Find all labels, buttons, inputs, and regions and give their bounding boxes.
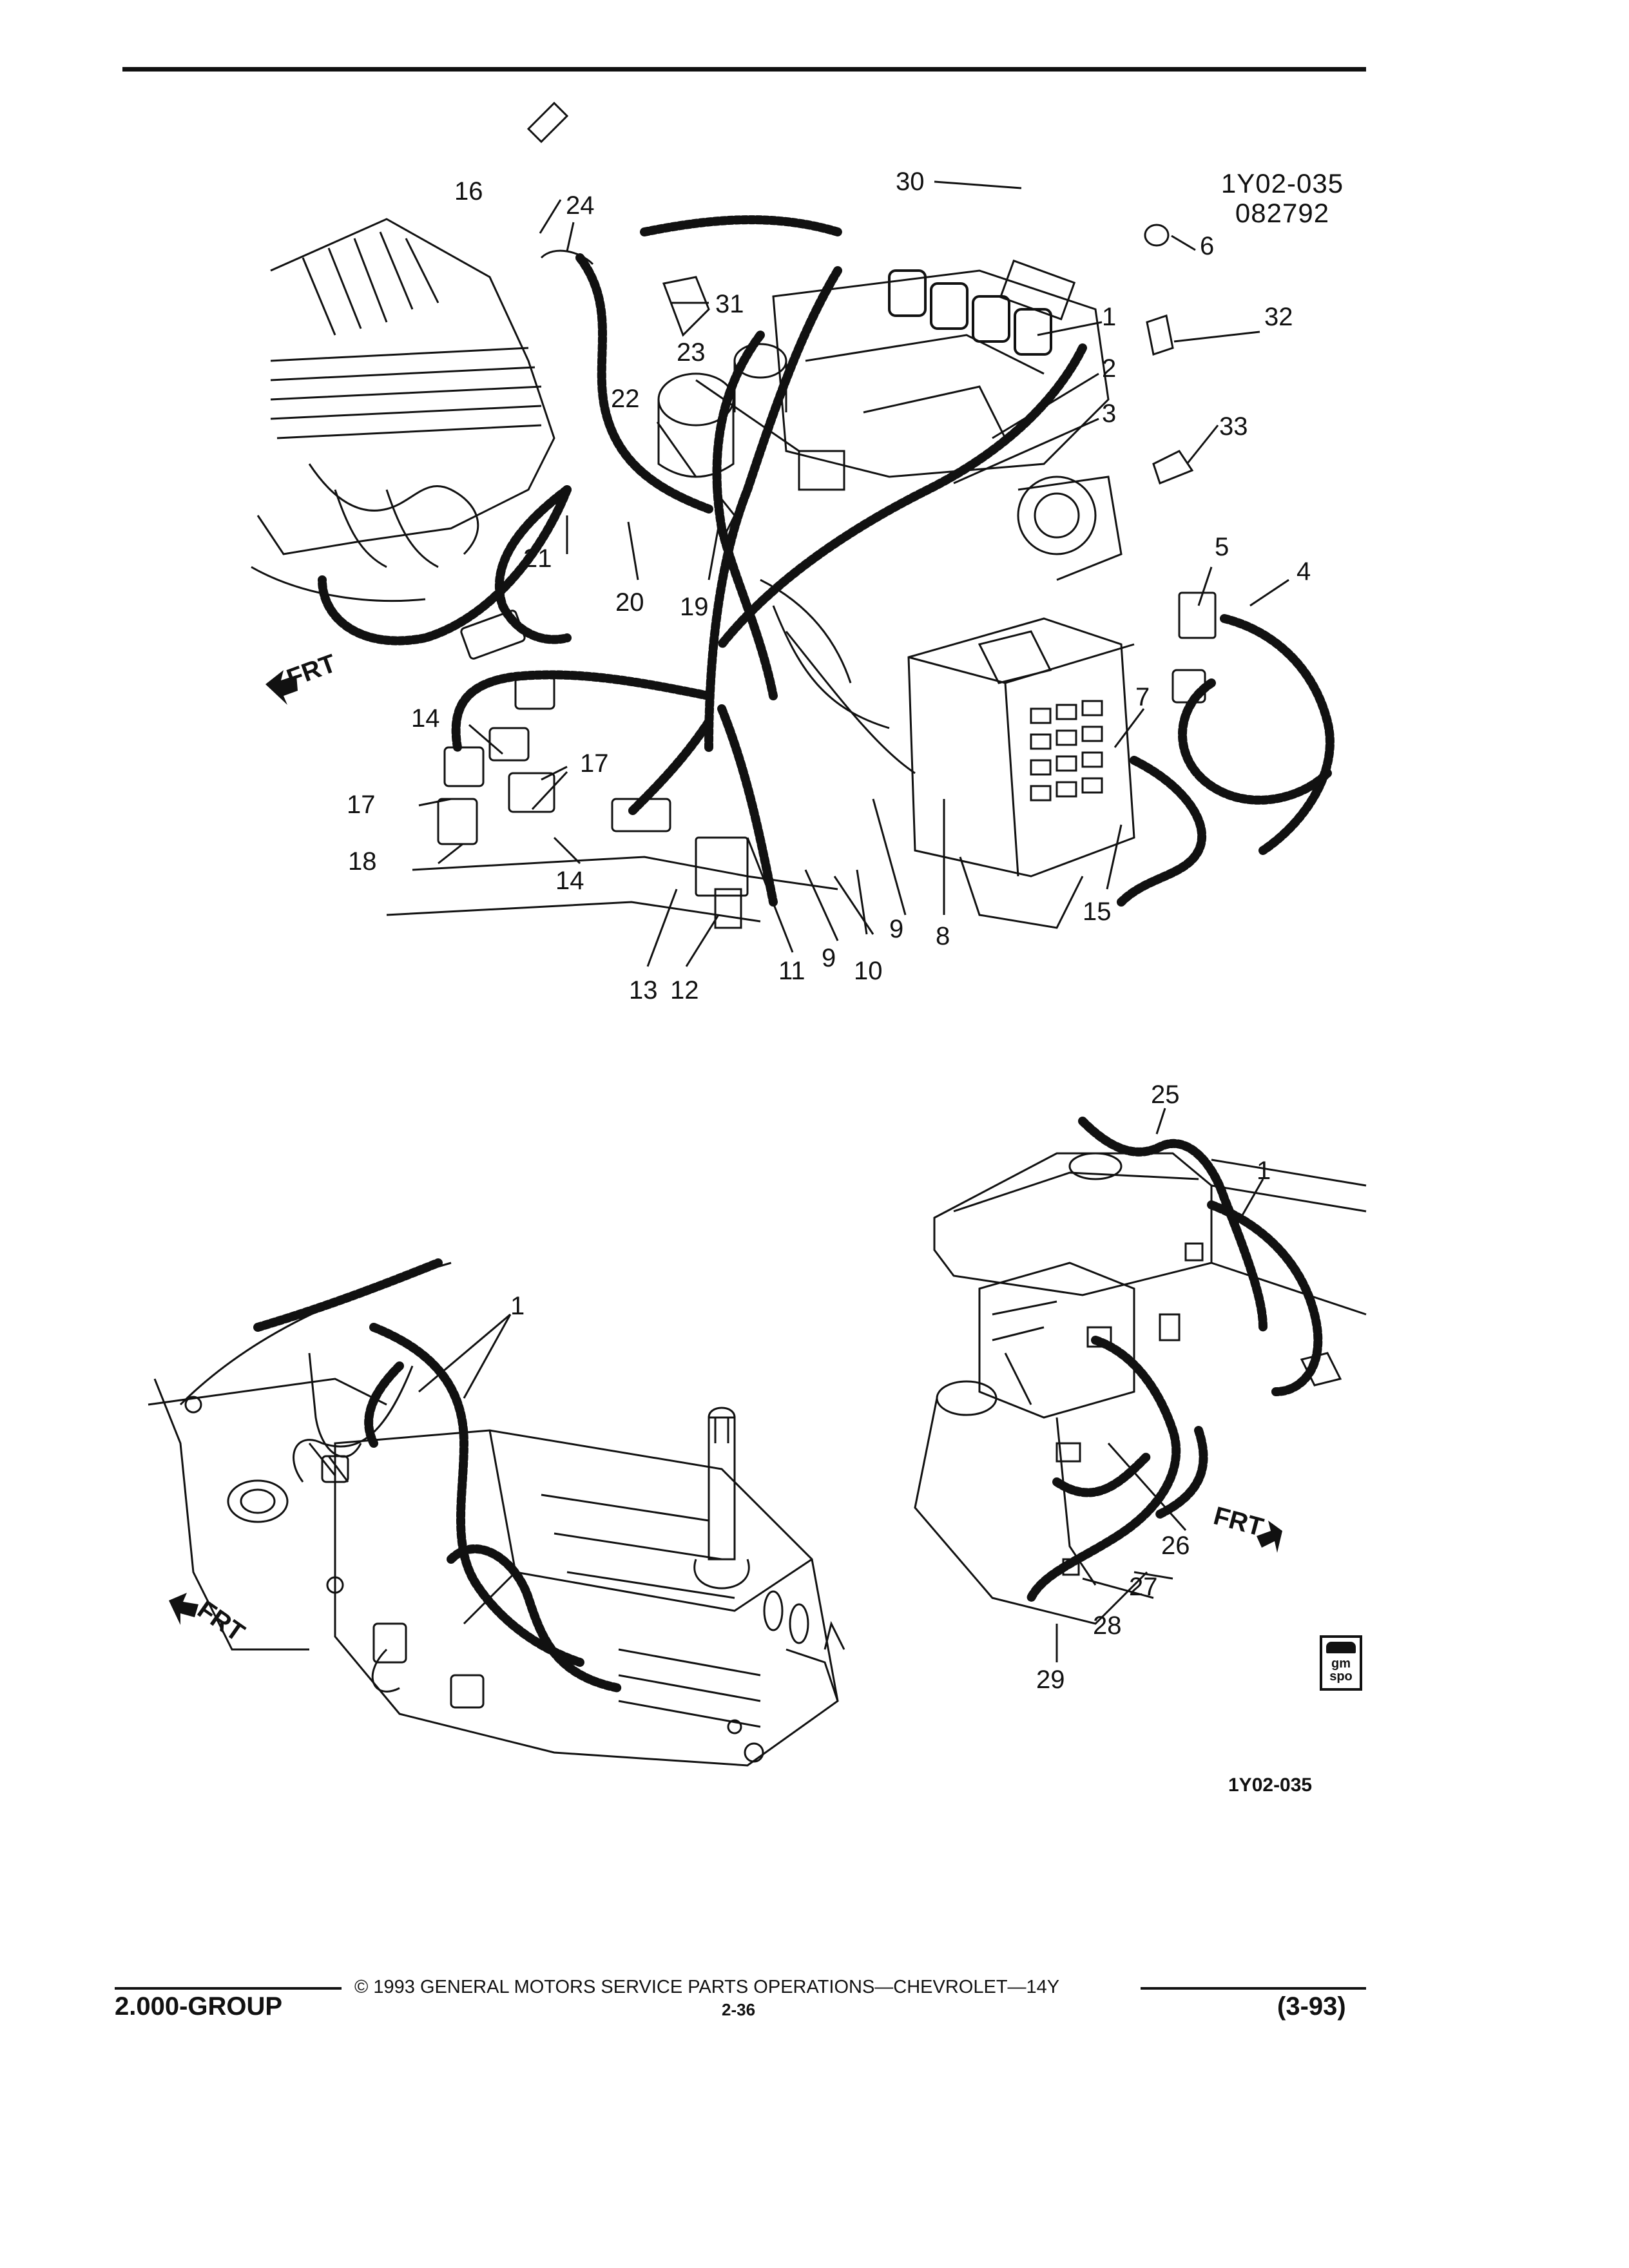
callout-labels-top: 30 6 1 32 2 3 33 5 4 7 15 8 9 9 10 11 12… bbox=[347, 168, 1311, 1004]
callout-32: 32 bbox=[1264, 303, 1293, 331]
callout-24: 24 bbox=[566, 191, 595, 220]
callout-33: 33 bbox=[1219, 412, 1248, 441]
callout-6: 6 bbox=[1200, 232, 1214, 260]
callout-3: 3 bbox=[1102, 399, 1116, 428]
callout-22: 22 bbox=[611, 385, 640, 413]
figure-date-code: 082792 bbox=[1235, 198, 1330, 228]
callout-19: 19 bbox=[680, 593, 709, 621]
footer-page-number: 2-36 bbox=[722, 2000, 756, 2019]
callout-15: 15 bbox=[1083, 898, 1112, 926]
callout-16: 16 bbox=[454, 177, 483, 206]
callout-9-right: 9 bbox=[889, 915, 903, 943]
front-compartment-view bbox=[914, 1152, 1367, 1625]
footer-rule-right bbox=[1141, 1987, 1366, 1990]
callout-23: 23 bbox=[677, 338, 706, 367]
callout-17-left: 17 bbox=[347, 791, 376, 819]
gm-spo-logo: gm spo bbox=[1320, 1635, 1362, 1691]
front-arrow-bottom-left: FRT bbox=[169, 1593, 249, 1648]
footer-revision: (3-93) bbox=[1277, 1992, 1346, 2021]
frt-label-bottom-right: FRT bbox=[1211, 1501, 1267, 1542]
callout-18: 18 bbox=[348, 847, 377, 876]
callout-10: 10 bbox=[854, 957, 883, 985]
figure-id-bottom: 1Y02-035 bbox=[1228, 1774, 1313, 1796]
callout-labels-bottom-right: 25 1 26 27 28 29 bbox=[1036, 1081, 1271, 1694]
callout-20: 20 bbox=[615, 588, 644, 617]
leader-lines bbox=[418, 180, 1289, 967]
figure-id-top: 1Y02-035 082792 bbox=[1205, 169, 1360, 228]
frt-label-top: FRT bbox=[283, 649, 340, 693]
callout-8: 8 bbox=[936, 922, 950, 950]
callout-28: 28 bbox=[1093, 1611, 1122, 1640]
callout-21: 21 bbox=[523, 544, 552, 573]
callout-27: 27 bbox=[1129, 1573, 1158, 1601]
callout-12: 12 bbox=[670, 976, 699, 1004]
callout-9-left: 9 bbox=[822, 944, 836, 972]
callout-7: 7 bbox=[1135, 683, 1150, 711]
callout-1-top: 1 bbox=[1102, 303, 1116, 331]
callout-2: 2 bbox=[1102, 354, 1116, 383]
callout-4: 4 bbox=[1296, 557, 1311, 586]
callout-13: 13 bbox=[629, 976, 658, 1004]
callout-1-transmission: 1 bbox=[510, 1292, 525, 1320]
callout-25: 25 bbox=[1151, 1081, 1180, 1109]
callout-11: 11 bbox=[778, 957, 805, 985]
callout-5: 5 bbox=[1215, 533, 1229, 561]
figure-code: 1Y02-035 bbox=[1220, 168, 1344, 198]
front-arrow-top: FRT bbox=[265, 649, 340, 705]
callout-29: 29 bbox=[1036, 1666, 1065, 1694]
footer-rule-left bbox=[115, 1987, 342, 1990]
callout-30: 30 bbox=[896, 168, 925, 196]
footer-copyright: © 1993 GENERAL MOTORS SERVICE PARTS OPER… bbox=[354, 1977, 1060, 1997]
header-rule bbox=[122, 67, 1366, 72]
callout-17-right: 17 bbox=[580, 749, 609, 778]
callout-26: 26 bbox=[1161, 1532, 1190, 1560]
callout-14-lower: 14 bbox=[555, 867, 584, 895]
callout-14-upper: 14 bbox=[411, 704, 440, 733]
front-arrow-bottom-right: FRT bbox=[1211, 1501, 1282, 1553]
footer-group: 2.000-GROUP bbox=[115, 1992, 283, 2021]
frt-label-bottom-left: FRT bbox=[192, 1595, 249, 1648]
callout-31: 31 bbox=[715, 290, 744, 318]
harness-looms bbox=[318, 215, 1335, 907]
callout-1-right: 1 bbox=[1257, 1157, 1271, 1185]
